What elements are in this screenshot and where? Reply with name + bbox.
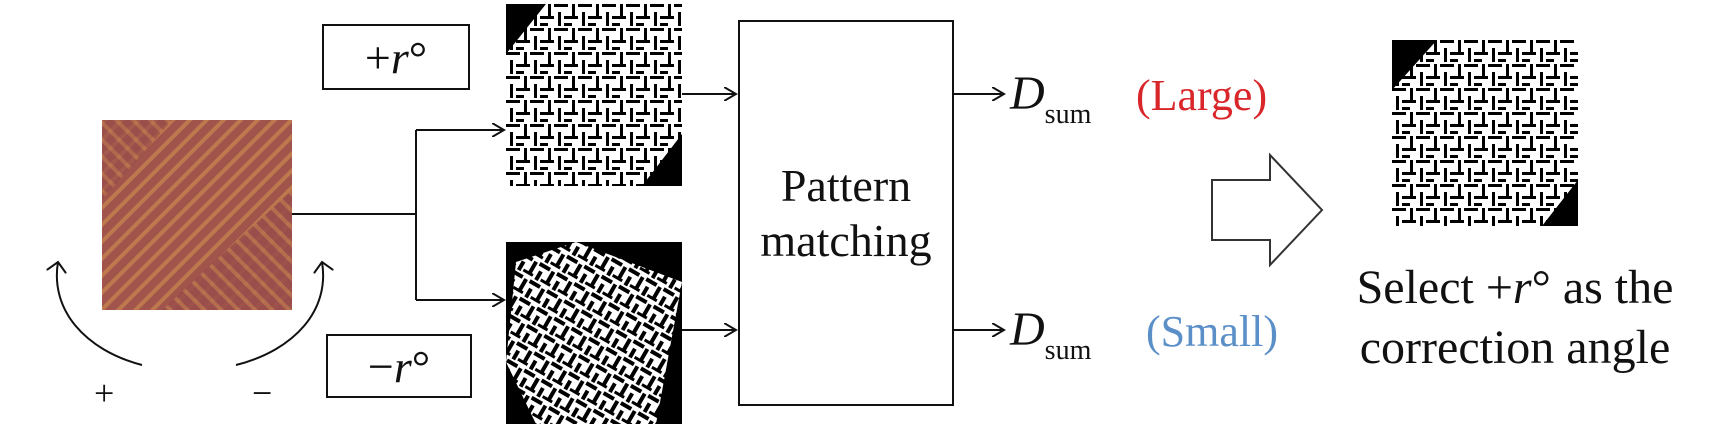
- dsum-small-subscript: sum: [1044, 335, 1092, 366]
- rotation-minus-label: −r°: [326, 334, 472, 398]
- dsum-large-label: Dsum: [1010, 66, 1091, 130]
- rotation-minus-value: −r: [367, 340, 412, 392]
- minus-sign: −: [252, 373, 273, 413]
- plus-sign: +: [94, 373, 115, 413]
- rotation-plus-value: +r: [364, 31, 409, 83]
- dsum-small-symbol: D: [1010, 303, 1045, 356]
- rotation-minus-degree: °: [411, 340, 431, 392]
- selection-line2: correction angle: [1359, 321, 1671, 374]
- dsum-large-subscript: sum: [1044, 99, 1092, 130]
- rotated-image-minus: [506, 242, 682, 424]
- rotation-plus-degree: °: [408, 31, 428, 83]
- pattern-matching-box: Pattern matching: [738, 20, 954, 406]
- rotated-image-plus: [506, 4, 682, 186]
- dsum-small-label: Dsum: [1010, 302, 1091, 366]
- result-image: [1392, 40, 1578, 226]
- rotate-minus-arrow: [235, 262, 323, 366]
- selection-line1: Select +r° as the: [1338, 258, 1692, 318]
- pattern-matching-line1: Pattern: [780, 159, 912, 211]
- large-tag: (Large): [1136, 71, 1268, 120]
- selection-text: Select +r° as the correction angle: [1338, 258, 1692, 378]
- rotation-plus-label: +r°: [322, 24, 470, 90]
- selection-degree: °: [1531, 261, 1551, 314]
- result-arrow: [1211, 152, 1324, 268]
- pattern-matching-line2: matching: [760, 215, 932, 266]
- dsum-large-symbol: D: [1010, 67, 1045, 120]
- selection-value: +r: [1485, 261, 1532, 314]
- rotate-plus-arrow: [57, 262, 143, 366]
- selection-suffix: as the: [1550, 261, 1674, 314]
- source-texture-image: [102, 120, 292, 310]
- small-tag: (Small): [1146, 307, 1278, 356]
- selection-prefix: Select: [1356, 261, 1486, 314]
